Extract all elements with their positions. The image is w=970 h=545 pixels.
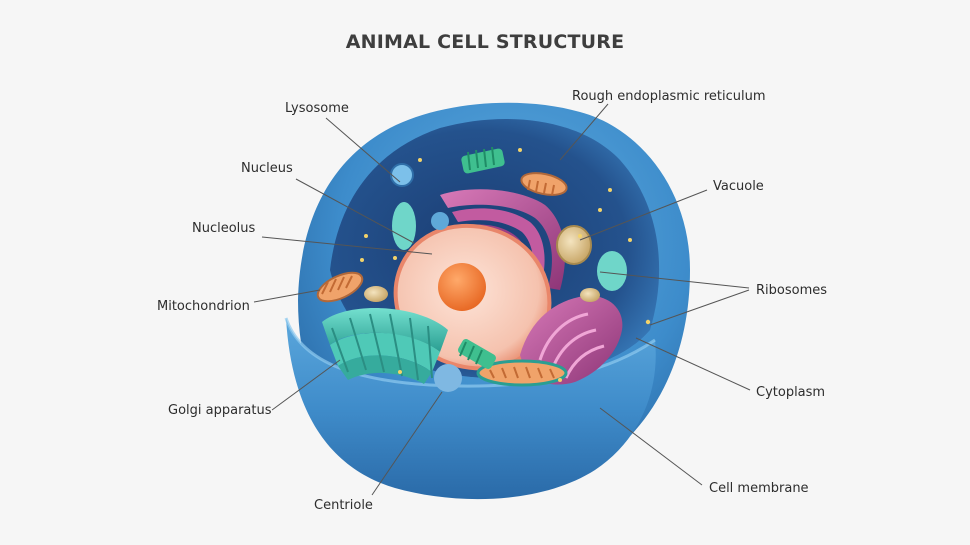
leader-line-mitochondrion (253, 289, 321, 303)
leader-line-cytoplasm (635, 337, 751, 391)
vacuole-shape (556, 225, 592, 265)
leader-lines (253, 103, 751, 496)
vesicle-blue-shape (434, 364, 462, 392)
centriole-shape (458, 339, 496, 369)
leader-line-lysosome (325, 117, 401, 183)
leader-line-ribosomes-a (599, 271, 750, 289)
label-centriole: Centriole (314, 498, 373, 513)
bowl-rim-highlight (284, 317, 656, 388)
vesicle-shape (580, 288, 600, 302)
leader-line-golgi (271, 359, 341, 411)
leader-line-vacuole (579, 189, 708, 241)
label-nucleus: Nucleus (241, 161, 293, 176)
nucleolus-shape (438, 263, 486, 311)
label-rough-er: Rough endoplasmic reticulum (572, 89, 766, 104)
golgi-apparatus-shape (322, 308, 448, 384)
leader-line-centriole (371, 391, 443, 496)
vesicle-blue-shape (431, 212, 449, 230)
vesicle-teal-shape (597, 251, 627, 291)
leader-line-rough-er (559, 103, 609, 161)
rough-er-fold (452, 208, 545, 290)
label-golgi-apparatus: Golgi apparatus (168, 403, 272, 418)
leader-line-nucleolus (261, 236, 433, 255)
leader-line-cell-membrane (599, 407, 703, 486)
cell-bowl-front (286, 318, 656, 500)
label-vacuole: Vacuole (713, 179, 764, 194)
leader-line-nucleus (295, 178, 415, 244)
mitochondrion-top-shape (520, 172, 568, 196)
ribosome-dots (360, 148, 651, 382)
centriole-top-shape (461, 146, 505, 174)
label-nucleolus: Nucleolus (192, 221, 256, 236)
leader-line-ribosomes-b (649, 289, 750, 326)
vesicle-teal-shape (392, 202, 416, 250)
label-mitochondrion: Mitochondrion (157, 299, 250, 314)
rough-er-shape (440, 189, 565, 290)
mitochondrion-bottom-shape (476, 359, 568, 387)
lysosome-shape (390, 163, 414, 187)
label-cell-membrane: Cell membrane (709, 481, 809, 496)
label-cytoplasm: Cytoplasm (756, 385, 826, 400)
mitochondrion-shape (316, 271, 364, 303)
vesicle-shape (364, 286, 388, 302)
label-lysosome: Lysosome (285, 101, 349, 116)
label-ribosomes: Ribosomes (756, 283, 828, 298)
diagram-title: ANIMAL CELL STRUCTURE (345, 31, 625, 53)
